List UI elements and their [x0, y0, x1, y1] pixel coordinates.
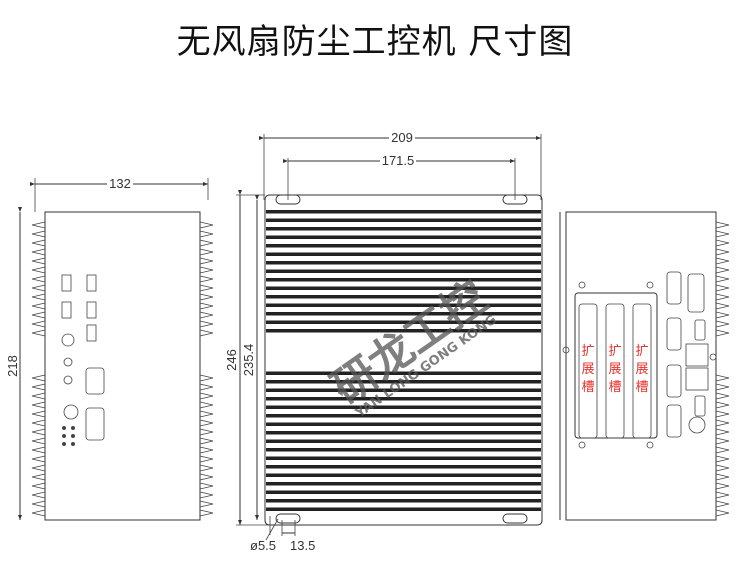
expansion-slot-label: 展 [581, 362, 594, 377]
dim-top-height-inner: 235.4 [241, 344, 256, 377]
expansion-slot-label: 槽 [635, 380, 648, 395]
dim-slot-length: 13.5 [290, 538, 315, 553]
dim-side-height: 218 [5, 355, 20, 377]
expansion-slot-label: 扩 [635, 344, 648, 359]
dim-hole-spacing: 171.5 [382, 153, 415, 168]
page-title: 无风扇防尘工控机 尺寸图 [176, 22, 574, 62]
expansion-slot-label: 槽 [608, 380, 621, 395]
expansion-slot-label: 扩 [581, 344, 594, 359]
expansion-slot-label: 展 [608, 362, 621, 377]
dim-hole-diameter: ø5.5 [250, 538, 276, 553]
dim-side-width: 132 [109, 176, 131, 191]
expansion-slot-label: 展 [635, 362, 648, 377]
dim-top-height-outer: 246 [224, 349, 239, 371]
expansion-slot-label: 槽 [581, 380, 594, 395]
front-panel-view: 132 218 [5, 176, 214, 521]
expansion-slot-label: 扩 [608, 344, 621, 359]
watermark-logo: 研龙工控 YAN LONG GONG KONG [323, 272, 500, 422]
dim-top-width: 209 [391, 130, 413, 145]
top-view: 209 171.5 246 235.4 ø5.5 13.5 研龙工控 YAN L… [224, 130, 543, 553]
